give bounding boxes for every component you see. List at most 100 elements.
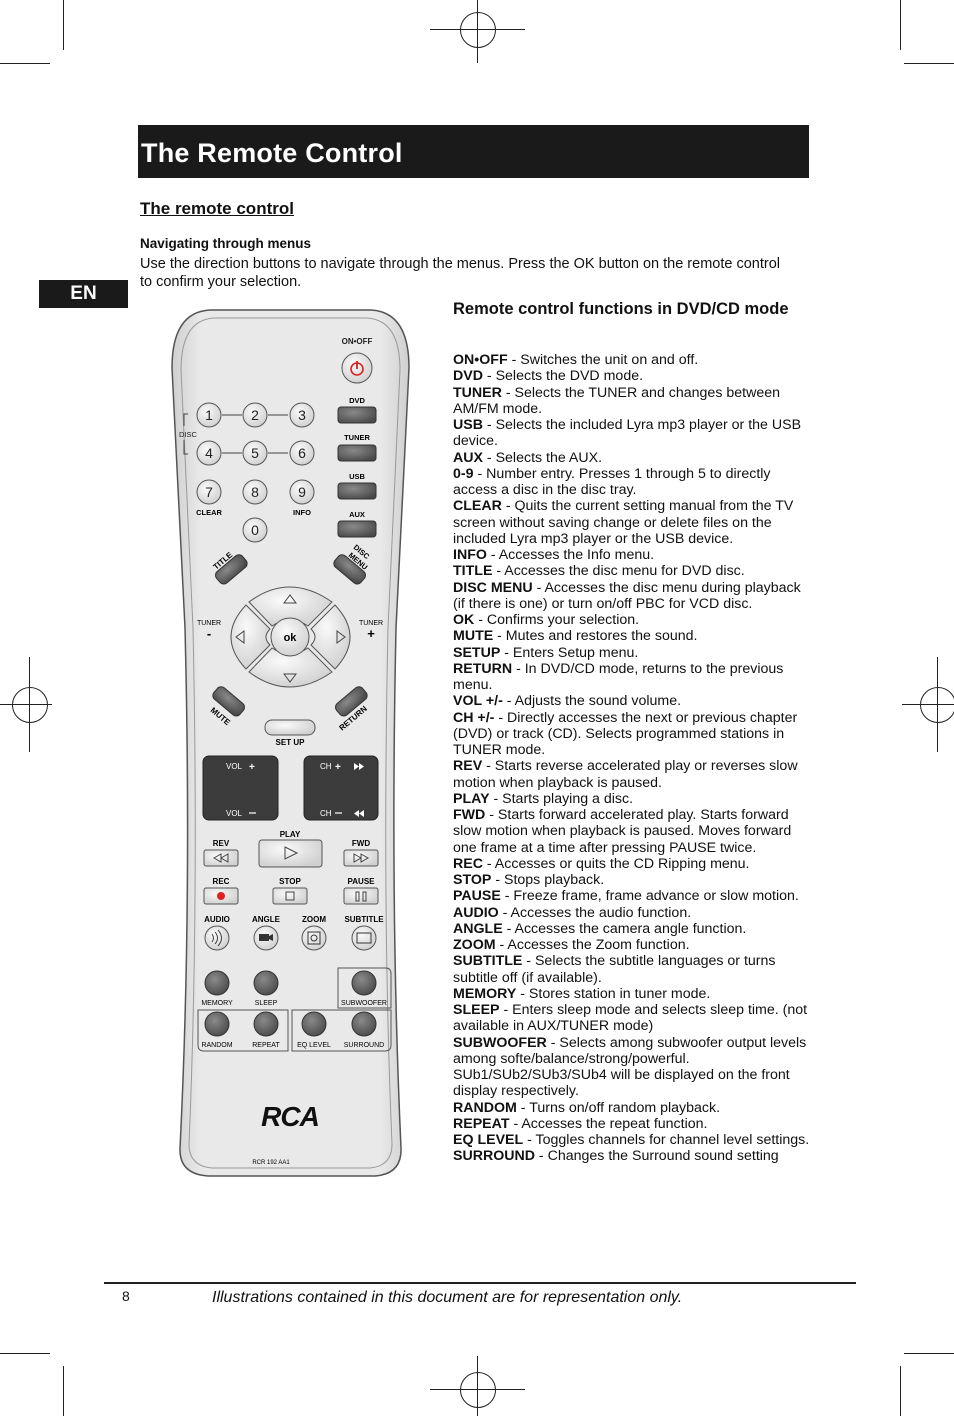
- function-key: INFO: [453, 547, 487, 563]
- arrow-up-icon: [283, 594, 297, 604]
- brand-logo: RCA: [261, 1101, 319, 1132]
- function-item: PLAY - Starts playing a disc.: [453, 791, 811, 807]
- mute-button: [212, 686, 245, 717]
- function-desc: - Mutes and restores the sound.: [493, 628, 698, 645]
- digit-0-button: [242, 517, 268, 543]
- digit-buttons: [196, 402, 315, 543]
- repeat-button: [253, 1011, 279, 1037]
- function-item: AUDIO - Accesses the audio function.: [453, 905, 811, 921]
- function-item: REC - Accesses or quits the CD Ripping m…: [453, 856, 811, 872]
- function-desc: - Selects the AUX.: [482, 449, 603, 466]
- crop-mark: [63, 1366, 64, 1416]
- function-desc: - Selects the DVD mode.: [482, 368, 644, 385]
- title-button: [215, 554, 248, 585]
- subtitle-icon: [356, 932, 372, 944]
- angle-label: ANGLE: [252, 915, 281, 924]
- function-key: CLEAR: [453, 498, 502, 515]
- function-key: REPEAT: [453, 1115, 510, 1132]
- crop-mark: [904, 1353, 954, 1354]
- function-desc: - Accesses the disc menu for DVD disc.: [492, 563, 745, 580]
- digit-label: 0: [251, 522, 259, 538]
- function-key: OK: [453, 612, 475, 628]
- prev-track-icon: [354, 810, 364, 817]
- rec-label: REC: [213, 877, 230, 886]
- dvd-button: [337, 406, 377, 424]
- registration-mark: [902, 704, 954, 705]
- rewind-icon: [212, 853, 229, 863]
- function-key: RETURN: [453, 660, 513, 677]
- function-desc: - In DVD/CD mode, returns to the previou…: [453, 660, 784, 693]
- disc-label: DISC: [179, 430, 198, 439]
- function-key: DISC MENU: [453, 579, 533, 596]
- function-desc: - Accesses the audio function.: [498, 904, 692, 921]
- function-item: PAUSE - Freeze frame, frame advance or s…: [453, 888, 811, 904]
- function-key: EQ LEVEL: [453, 1132, 524, 1148]
- digit-7-button: [196, 479, 222, 505]
- usb-button: [337, 482, 377, 500]
- sleep-button: [253, 970, 279, 996]
- nav-heading: Navigating through menus: [140, 236, 312, 251]
- function-key: SUBWOOFER: [453, 1034, 547, 1051]
- audio-label: AUDIO: [204, 915, 230, 924]
- function-item: ON•OFF - Switches the unit on and off.: [453, 352, 811, 368]
- function-item: FWD - Starts forward accelerated play. S…: [453, 807, 811, 856]
- digit-label: 9: [298, 484, 306, 500]
- function-item: MUTE - Mutes and restores the sound.: [453, 628, 811, 644]
- zoom-label: ZOOM: [302, 915, 326, 924]
- function-key: ANGLE: [453, 920, 503, 937]
- clear-label: CLEAR: [196, 508, 222, 517]
- registration-mark: [477, 0, 478, 63]
- function-item: SUBTITLE - Selects the subtitle language…: [453, 953, 811, 986]
- function-desc: - Freeze frame, frame advance or slow mo…: [500, 888, 799, 905]
- memory-button: [204, 970, 230, 996]
- function-key: RANDOM: [453, 1099, 517, 1116]
- fwd-label: FWD: [352, 839, 370, 848]
- function-key: DVD: [453, 368, 483, 385]
- function-desc: - Stores station in tuner mode.: [516, 985, 711, 1002]
- function-desc: - Starts reverse accelerated play or rev…: [453, 758, 798, 791]
- tuner-plus-label: TUNER: [359, 620, 383, 627]
- function-key: SUBTITLE: [453, 953, 523, 970]
- function-desc: - Selects the subtitle languages or turn…: [453, 953, 776, 986]
- zoom-button: [301, 925, 327, 951]
- tuner-label: TUNER: [344, 433, 370, 442]
- digit-3-button: [289, 402, 315, 428]
- function-key: MUTE: [453, 628, 494, 645]
- sleep-label: SLEEP: [255, 1000, 278, 1007]
- aux-label: AUX: [349, 510, 365, 519]
- function-desc: - Starts playing a disc.: [489, 790, 634, 807]
- stop-label: STOP: [279, 877, 301, 886]
- header-bar: [138, 125, 809, 178]
- function-desc: - Enters Setup menu.: [500, 644, 639, 661]
- function-item: MEMORY - Stores station in tuner mode.: [453, 986, 811, 1002]
- function-desc: - Adjusts the sound volume.: [502, 693, 682, 710]
- functions-heading: Remote control functions in DVD/CD mode: [453, 300, 789, 318]
- crop-mark: [904, 63, 954, 64]
- function-desc: - Confirms your selection.: [474, 612, 640, 628]
- function-item: SURROUND - Changes the Surround sound se…: [453, 1148, 811, 1164]
- info-label: INFO: [293, 508, 311, 517]
- function-desc: - Accesses or quits the CD Ripping menu.: [482, 855, 750, 872]
- function-key: PLAY: [453, 790, 490, 807]
- function-desc: - Directly accesses the next or previous…: [453, 709, 798, 759]
- fast-forward-icon: [353, 853, 370, 863]
- arrow-down-icon: [283, 673, 297, 683]
- function-key: MEMORY: [453, 985, 517, 1002]
- function-item: SETUP - Enters Setup menu.: [453, 645, 811, 661]
- function-item: DISC MENU - Accesses the disc menu durin…: [453, 580, 811, 613]
- pause-label: PAUSE: [348, 877, 376, 886]
- function-desc: - Accesses the Zoom function.: [495, 937, 690, 953]
- plus-icon: +: [367, 626, 375, 641]
- plus-icon: +: [335, 762, 341, 773]
- stop-button: [272, 887, 308, 905]
- usb-label: USB: [349, 472, 365, 481]
- function-item: CH +/- - Directly accesses the next or p…: [453, 710, 811, 759]
- function-item: RANDOM - Turns on/off random playback.: [453, 1100, 811, 1116]
- function-item: VOL +/- - Adjusts the sound volume.: [453, 693, 811, 709]
- digit-label: 3: [298, 407, 306, 423]
- function-item: TITLE - Accesses the disc menu for DVD d…: [453, 563, 811, 579]
- audio-button: [204, 925, 230, 951]
- pause-icon: [355, 891, 367, 902]
- function-desc: - Selects the included Lyra mp3 player o…: [453, 417, 802, 450]
- arrow-right-icon: [336, 630, 346, 644]
